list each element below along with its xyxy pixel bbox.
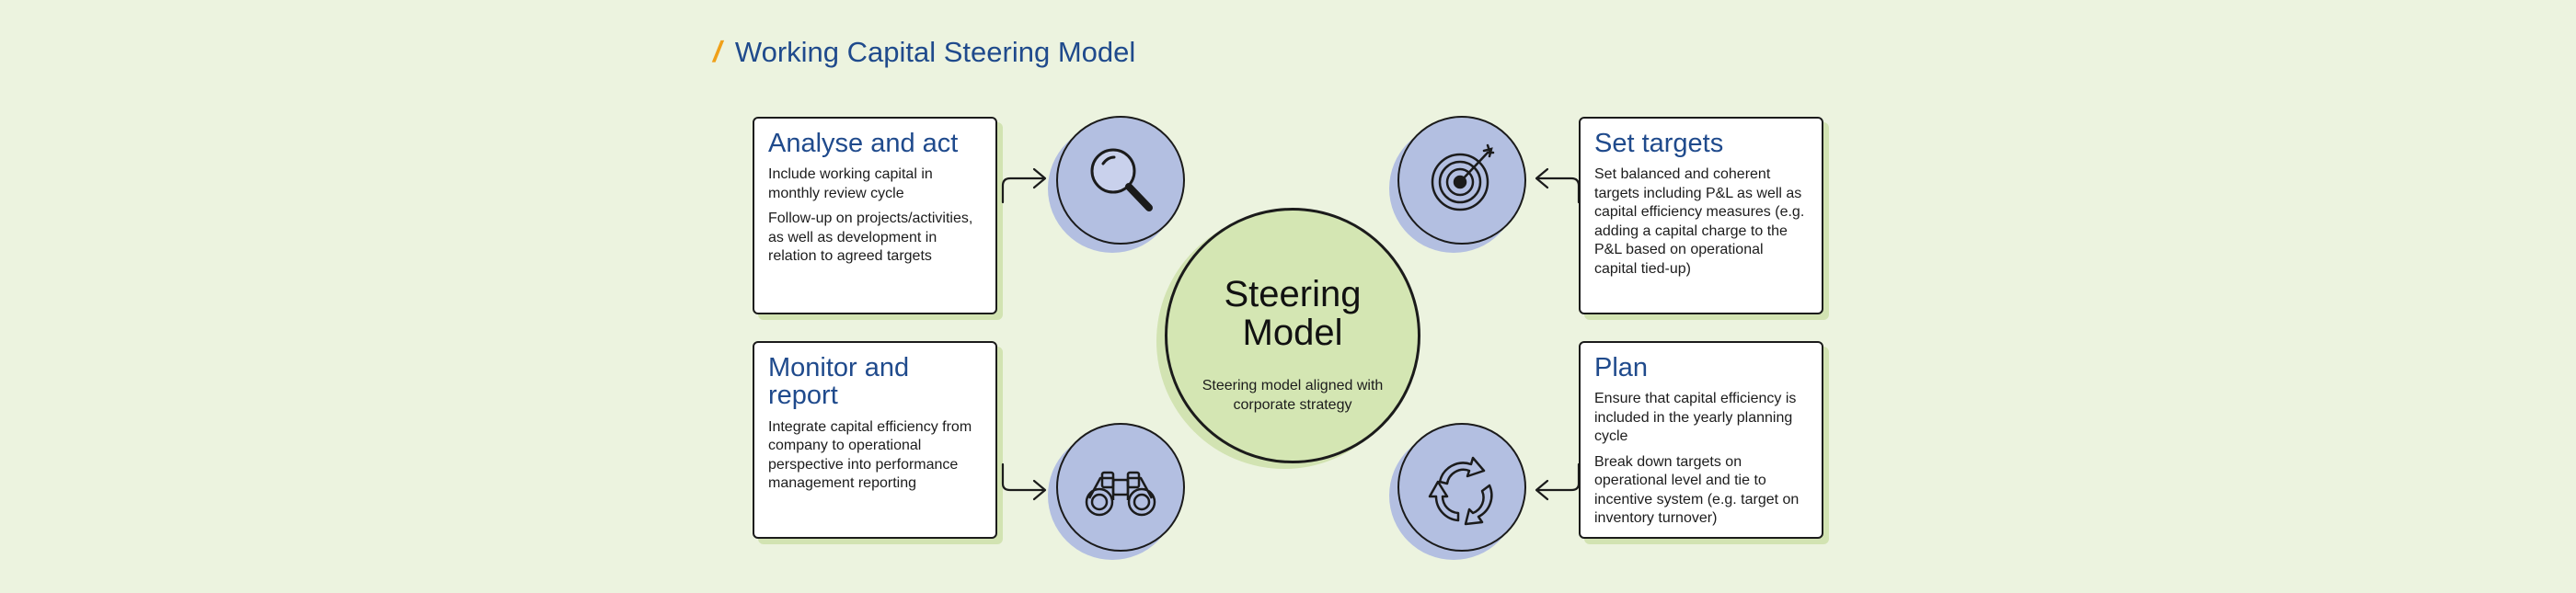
arrowhead-top-right	[1535, 167, 1549, 189]
card-analyse-and-act: Analyse and act Include working capital …	[753, 117, 997, 314]
card-text: Integrate capital efficiency from compan…	[768, 418, 972, 492]
binoculars-icon	[1085, 471, 1156, 517]
center-title-line1: Steering	[1224, 274, 1362, 314]
center-title-line2: Model	[1242, 313, 1343, 353]
magnifier-icon	[1090, 148, 1153, 211]
targets-circle	[1389, 116, 1526, 253]
card-text: Break down targets on operational level …	[1594, 453, 1800, 527]
center-subtitle: Steering model aligned with corporate st…	[1202, 378, 1384, 413]
card-set-targets: Set targets Set balanced and coherent ta…	[1579, 117, 1823, 314]
center-title: Steering Model	[1167, 275, 1418, 352]
connector-bottom-right	[1536, 462, 1581, 492]
page-title: Working Capital Steering Model	[734, 35, 1136, 68]
card-title: Analyse and act	[768, 129, 959, 158]
monitor-circle	[1048, 423, 1185, 560]
cycle-arrows-icon	[1428, 456, 1493, 526]
connector-bottom-left	[1001, 462, 1045, 492]
card-plan: Plan Ensure that capital efficiency is i…	[1579, 341, 1823, 539]
page-header: / Working Capital Steering Model	[710, 35, 1136, 68]
card-title: Monitor and report	[768, 353, 910, 411]
card-text: Set balanced and coherent targets includ…	[1594, 166, 1805, 277]
card-text: Follow-up on projects/activities, as wel…	[768, 211, 973, 265]
connector-top-left	[1001, 177, 1045, 204]
analyse-circle	[1048, 116, 1185, 253]
arrowhead-bottom-right	[1535, 479, 1549, 501]
card-monitor-and-report: Monitor and report Integrate capital eff…	[753, 341, 997, 539]
target-icon	[1431, 143, 1495, 211]
card-title: Plan	[1594, 353, 1649, 382]
card-text: Ensure that capital efficiency is includ…	[1594, 391, 1797, 445]
arrowhead-top-left	[1032, 167, 1047, 189]
plan-circle	[1389, 423, 1526, 560]
steering-model-center: Steering Model Steering model aligned wi…	[1165, 208, 1420, 463]
arrowhead-bottom-left	[1032, 479, 1047, 501]
card-text: Include working capital in monthly revie…	[768, 166, 933, 201]
card-title: Set targets	[1594, 129, 1724, 158]
connector-top-right	[1536, 177, 1581, 204]
